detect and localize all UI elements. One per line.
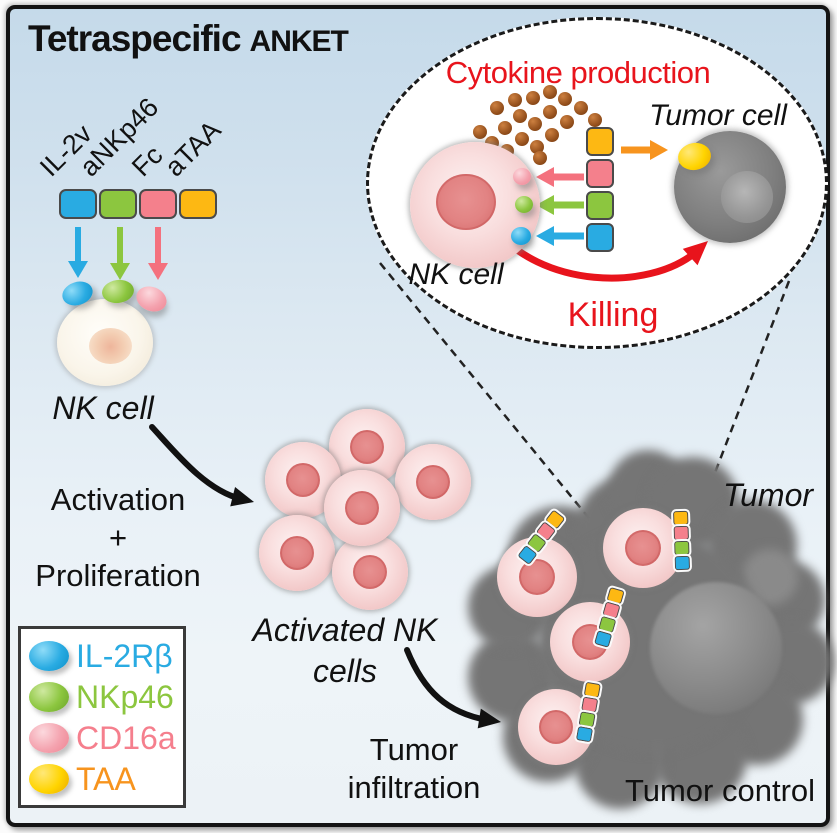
fc-block [139,189,177,219]
ankp46-block [99,189,137,219]
tumor-nk-cell [603,508,683,588]
cytokine-dot-icon [528,117,542,131]
killing-label: Killing [567,296,659,334]
activated-nk-cell [395,444,471,520]
inset-nk-cell-label: NK cell [408,258,504,291]
ataa-block [179,189,217,219]
inset-block-taa [586,127,614,156]
legend-item-il2rb: IL-2Rβ [29,640,175,672]
nkp46-swatch-icon [29,681,69,712]
legend-label: IL-2Rβ [76,637,173,674]
mini-block-il2v [573,723,596,745]
mini-block-taa [670,508,691,528]
cytokine-production-label: Cytokine production [445,55,711,90]
cytokine-dot-icon [473,125,487,139]
cytokine-dot-icon [515,132,529,146]
cell-nucleus [285,462,321,498]
anket-mini-construct [670,508,693,573]
cytokine-dot-icon [513,109,527,123]
tumor-control-label: Tumor control [624,773,816,808]
tumor-nk-cell [497,537,577,617]
cytokine-dot-icon [543,85,557,99]
cd16a-receptor-icon [513,168,531,185]
tumor-sphere [650,582,782,714]
il2rb-receptor-icon [511,227,531,245]
inset-block-il2v [586,223,614,252]
activated-nk-line1: Activated NK [252,612,438,648]
infiltration-line2: infiltration [347,770,481,805]
cell-nucleus [349,429,385,465]
cell-nucleus [415,464,451,500]
cd16a-swatch-icon [29,722,69,753]
legend-label: TAA [76,760,136,797]
title-main: Tetraspecific [28,18,242,59]
nk-cell-nucleus [88,327,132,365]
cytokine-dot-icon [543,105,557,119]
cytokine-dot-icon [533,151,547,165]
cytokine-dot-icon [558,92,572,106]
legend-label: CD16a [76,719,176,756]
cell-nucleus [518,558,556,596]
activated-nk-cell [324,470,400,546]
inset-block-fc [586,159,614,188]
activation-text: Activation + Proliferation [18,481,218,595]
inset-tumor-cell-label: Tumor cell [649,99,787,132]
cytokine-dot-icon [490,101,504,115]
activation-line3: Proliferation [35,558,201,593]
cell-nucleus [279,535,315,571]
cell-nucleus [344,490,380,526]
legend: IL-2Rβ NKp46 CD16a TAA [18,626,186,808]
nk-cell [57,299,153,386]
tumor-label: Tumor [722,477,814,513]
activated-nk-label: Activated NK cells [245,610,445,692]
cytokine-dot-icon [545,128,559,142]
cytokine-dot-icon [560,115,574,129]
cytokine-dot-icon [498,121,512,135]
tumor-infiltration-text: Tumor infiltration [314,731,514,807]
mini-block-taa [581,679,604,701]
mini-block-nkp46 [671,538,692,558]
mini-block-il2v [672,553,693,573]
title-sub: ANKET [249,25,349,58]
activated-nk-line2: cells [312,653,377,689]
il2v-block [59,189,97,219]
cell-nucleus [721,171,773,223]
activation-line2: + [108,520,128,555]
cell-nucleus [436,173,496,231]
mini-block-fc [671,523,692,543]
legend-item-taa: TAA [29,763,175,795]
cell-nucleus [624,529,662,567]
nk-cell-label: NK cell [52,390,154,426]
cytokine-dot-icon [588,113,602,127]
taa-swatch-icon [29,763,69,794]
cytokine-dot-icon [508,93,522,107]
cytokine-dot-icon [526,91,540,105]
activation-line1: Activation [50,482,186,517]
cytokine-dot-icon [530,140,544,154]
activated-nk-cell [332,534,408,610]
nkp46-receptor-icon [515,196,533,213]
inset-anket-construct [586,127,614,252]
activated-nk-cell [259,515,335,591]
inset-block-nkp46 [586,191,614,220]
legend-item-nkp46: NKp46 [29,681,175,713]
legend-label: NKp46 [76,678,174,715]
cell-nucleus [352,554,388,590]
mini-block-fc [578,694,601,716]
legend-item-cd16a: CD16a [29,719,176,756]
il2rb-swatch-icon [29,640,69,671]
cell-nucleus [538,709,574,745]
mini-block-nkp46 [576,708,598,730]
cytokine-dot-icon [574,101,588,115]
infiltration-line1: Tumor [369,732,459,767]
